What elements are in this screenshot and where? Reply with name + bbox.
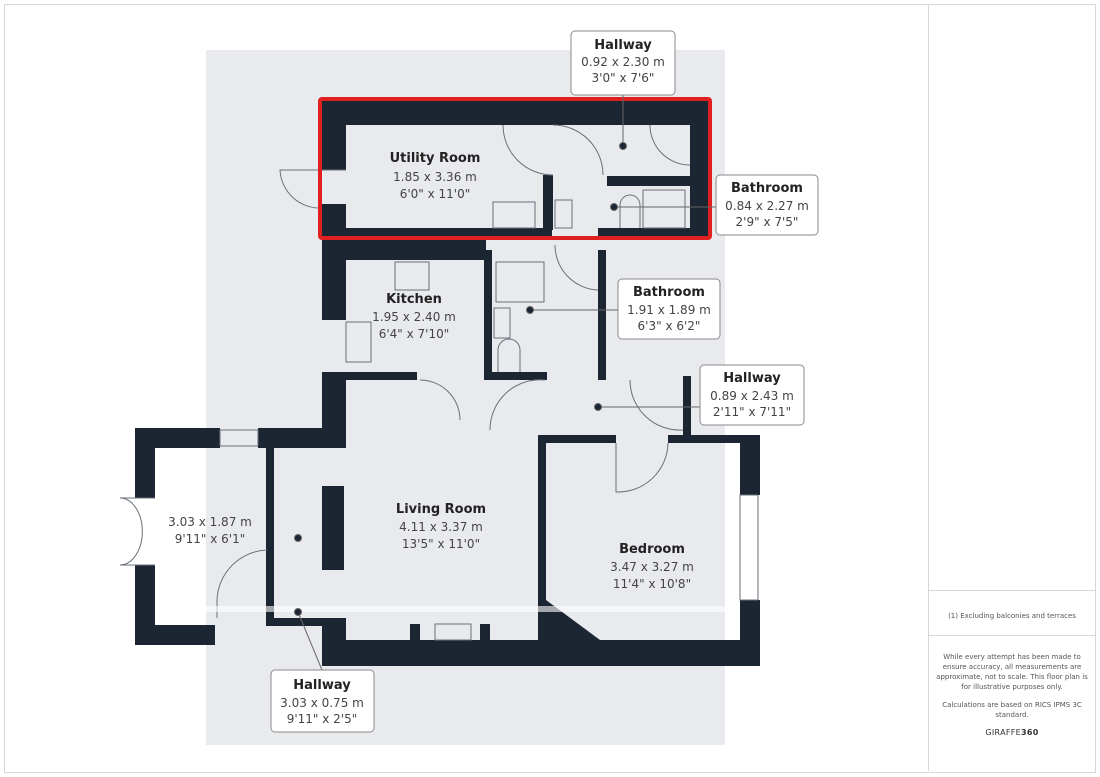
room-label-hallway-mid: Hallway 0.89 x 2.43 m 2'11" x 7'11" (699, 364, 805, 426)
room-label-living: Living Room 4.11 x 3.37 m 13'5" x 11'0" (396, 502, 486, 551)
room-label-hallway-bottom: Hallway 3.03 x 0.75 m 9'11" x 2'5" (270, 669, 375, 733)
room-label-utility: Utility Room 1.85 x 3.36 m 6'0" x 11'0" (390, 151, 481, 201)
svg-text:6'4" x 7'10": 6'4" x 7'10" (379, 327, 450, 341)
svg-text:9'11" x 2'5": 9'11" x 2'5" (287, 712, 358, 726)
svg-text:6'0" x 11'0": 6'0" x 11'0" (400, 187, 471, 201)
leader-lines (294, 95, 716, 671)
svg-text:1.95 x 2.40 m: 1.95 x 2.40 m (372, 310, 456, 324)
walls (135, 100, 760, 666)
svg-text:3.03 x 0.75 m: 3.03 x 0.75 m (280, 696, 364, 710)
svg-text:3.03 x 1.87 m: 3.03 x 1.87 m (168, 515, 252, 529)
brand-number: 360 (1021, 728, 1039, 737)
svg-text:Bathroom: Bathroom (731, 181, 803, 196)
footnote: (1) Excluding balconies and terraces (948, 612, 1076, 620)
svg-text:1.85 x 3.36 m: 1.85 x 3.36 m (393, 170, 477, 184)
fixtures (119, 124, 759, 641)
info-sidebar: (1) Excluding balconies and terraces Whi… (928, 4, 1095, 771)
disclaimer: While every attempt has been made to ens… (936, 653, 1088, 691)
brand-name: GIRAFFE (985, 728, 1021, 737)
svg-text:11'4" x 10'8": 11'4" x 10'8" (613, 577, 691, 591)
svg-text:Hallway: Hallway (723, 371, 781, 386)
svg-text:Bedroom: Bedroom (619, 542, 685, 557)
divider (929, 590, 1095, 591)
svg-text:Bathroom: Bathroom (633, 285, 705, 300)
room-label-bathroom-top: Bathroom 0.84 x 2.27 m 2'9" x 7'5" (715, 174, 819, 236)
room-label-bedroom: Bedroom 3.47 x 3.27 m 11'4" x 10'8" (610, 542, 694, 591)
svg-text:Hallway: Hallway (594, 38, 652, 53)
room-label-kitchen: Kitchen 1.95 x 2.40 m 6'4" x 7'10" (372, 292, 456, 341)
floor-plan: Hallway 0.92 x 2.30 m 3'0" x 7'6" Utilit… (119, 30, 819, 745)
room-label-hallway-top: Hallway 0.92 x 2.30 m 3'0" x 7'6" (570, 30, 676, 96)
sidebar-notes: While every attempt has been made to ens… (935, 652, 1089, 737)
room-label-bathroom-mid: Bathroom 1.91 x 1.89 m 6'3" x 6'2" (617, 278, 721, 340)
svg-text:13'5" x 11'0": 13'5" x 11'0" (402, 537, 480, 551)
calculations-note: Calculations are based on RICS IPMS 3C s… (942, 701, 1082, 719)
svg-text:2'9" x 7'5": 2'9" x 7'5" (736, 215, 799, 229)
svg-text:4.11 x 3.37 m: 4.11 x 3.37 m (399, 520, 483, 534)
page-frame (4, 4, 1096, 773)
svg-text:9'11" x 6'1": 9'11" x 6'1" (175, 532, 246, 546)
room-label-unnamed: 3.03 x 1.87 m 9'11" x 6'1" (168, 515, 252, 546)
svg-text:Hallway: Hallway (293, 678, 351, 693)
divider (929, 635, 1095, 636)
svg-text:0.92 x 2.30 m: 0.92 x 2.30 m (581, 55, 665, 69)
svg-text:2'11" x 7'11": 2'11" x 7'11" (713, 405, 791, 419)
svg-text:3.47 x 3.27 m: 3.47 x 3.27 m (610, 560, 694, 574)
svg-text:1.91 x 1.89 m: 1.91 x 1.89 m (627, 303, 711, 317)
svg-text:6'3" x 6'2": 6'3" x 6'2" (638, 319, 701, 333)
svg-text:0.89 x 2.43 m: 0.89 x 2.43 m (710, 389, 794, 403)
svg-text:Kitchen: Kitchen (386, 292, 442, 307)
svg-text:Living Room: Living Room (396, 502, 486, 517)
svg-text:3'0" x 7'6": 3'0" x 7'6" (592, 71, 655, 85)
svg-text:0.84 x 2.27 m: 0.84 x 2.27 m (725, 199, 809, 213)
giraffe360-logo: GIRAFFE360 (985, 728, 1038, 737)
svg-text:Utility Room: Utility Room (390, 151, 481, 166)
highlight-utility-room (318, 97, 712, 240)
